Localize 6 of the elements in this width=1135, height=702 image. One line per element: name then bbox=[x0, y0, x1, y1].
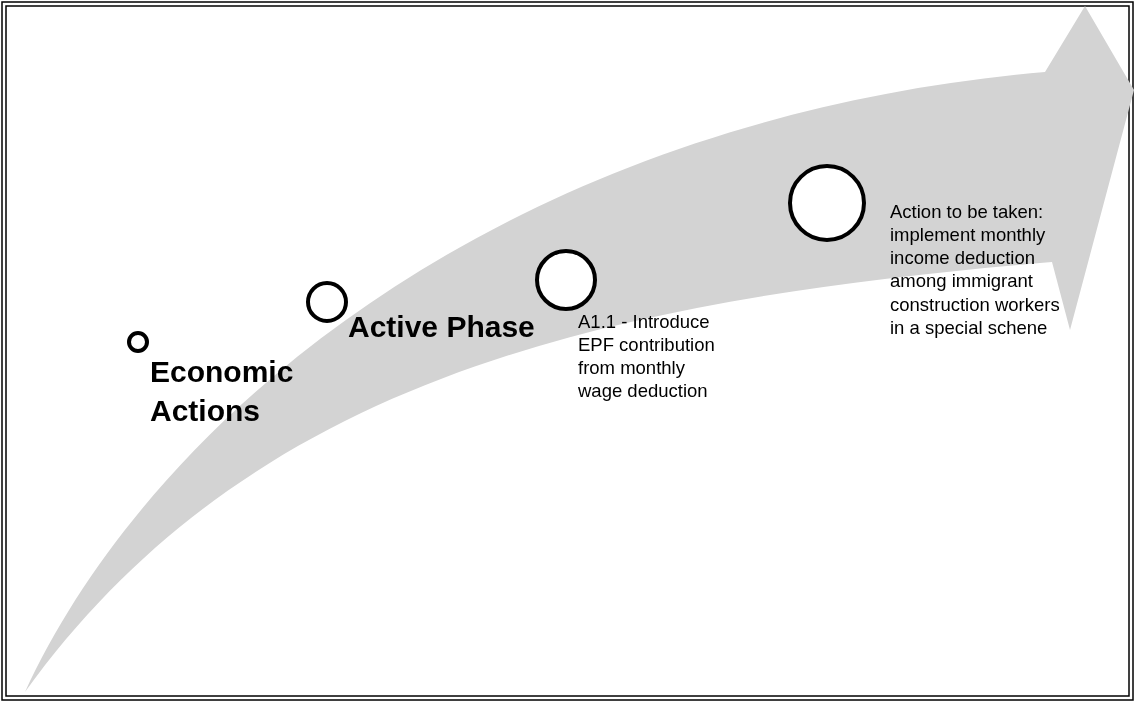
circle-marker bbox=[127, 331, 149, 353]
action-description: A1.1 - Introduce EPF contribution from monthly wage deduction bbox=[578, 310, 716, 403]
stage-label: Economic Actions bbox=[150, 354, 295, 429]
action-description: Action to be taken: implement monthly income deduction among immigrant construction workers in a special schene bbox=[890, 200, 1061, 339]
stage-label: Active Phase bbox=[348, 309, 536, 345]
circle-marker bbox=[306, 281, 348, 323]
